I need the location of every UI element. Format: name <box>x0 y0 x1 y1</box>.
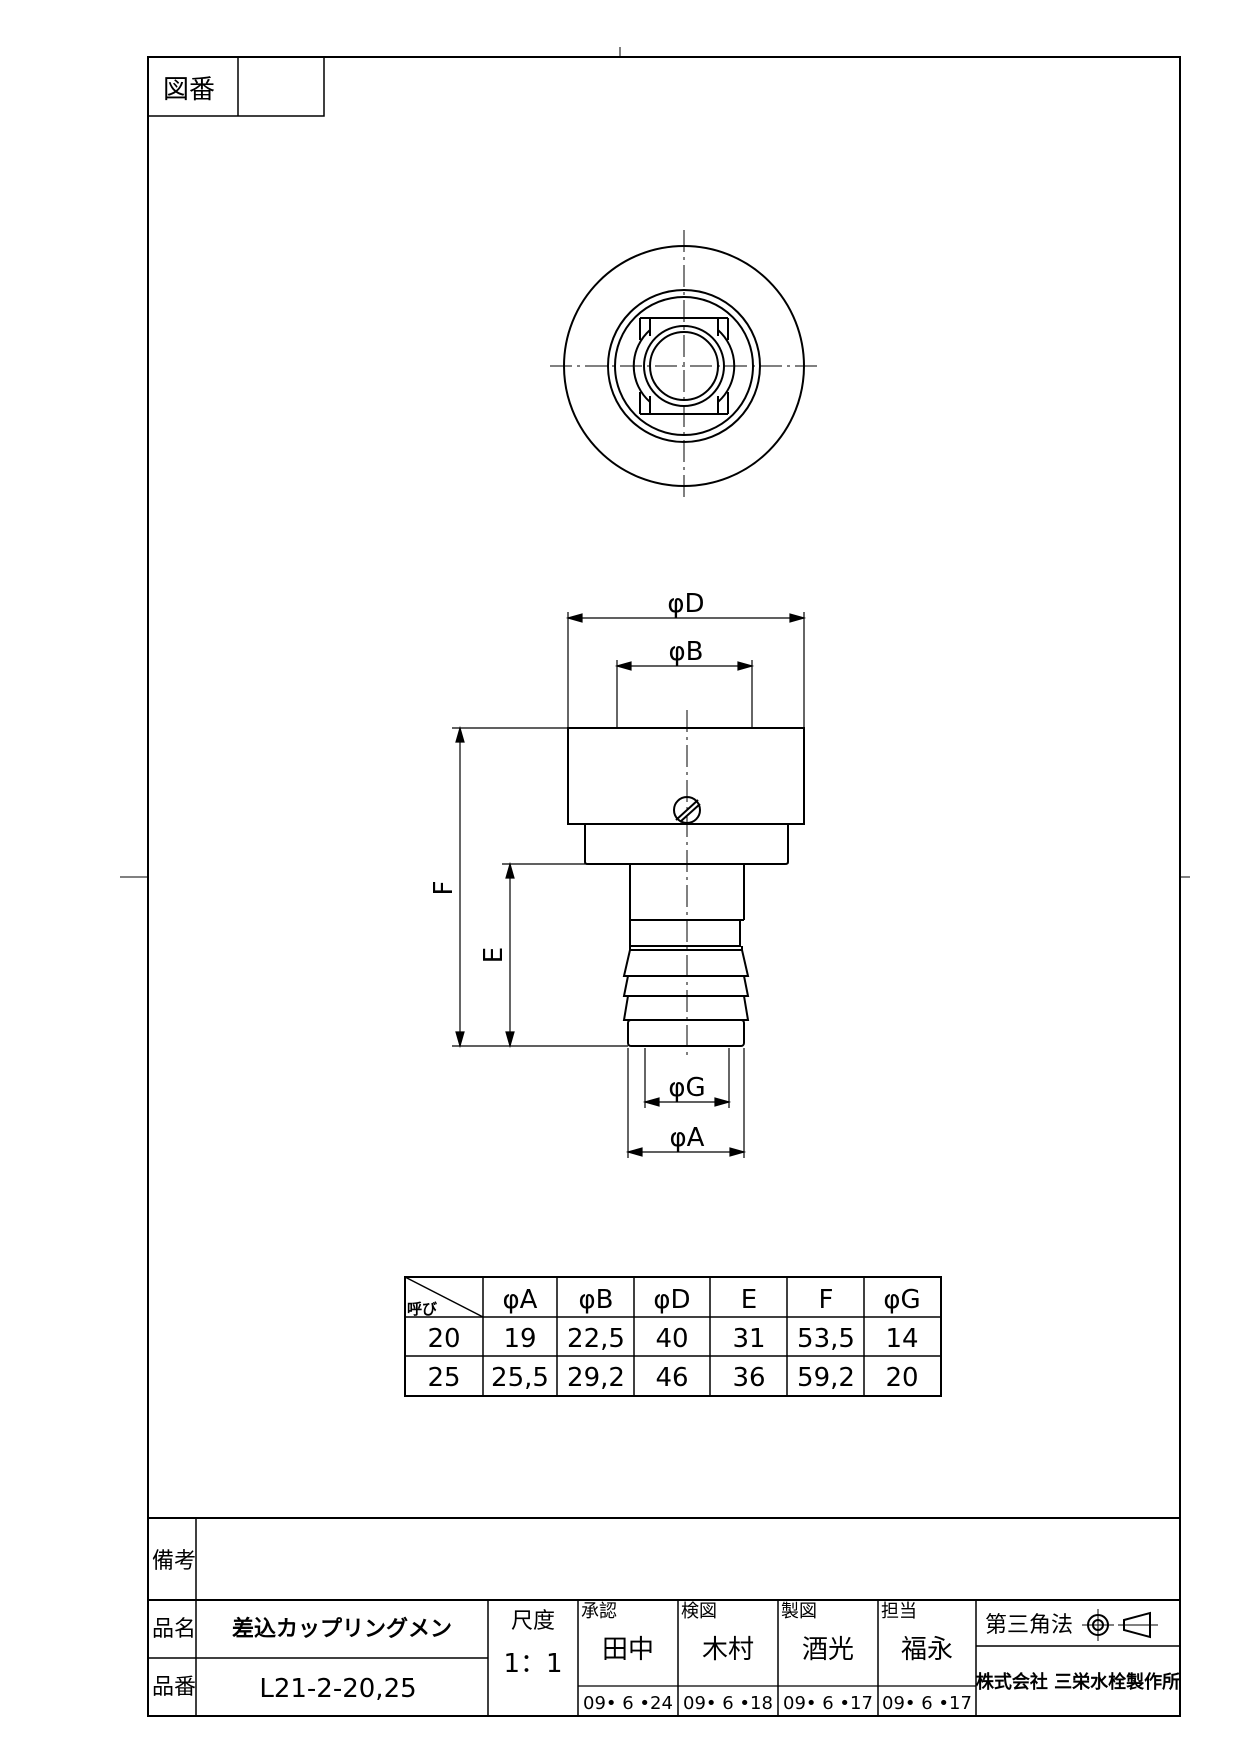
projection-label: 第三角法 <box>985 1613 1073 1638</box>
spec-header-row: φA φB φD E F φG <box>503 1285 921 1315</box>
dim-phi-d: φD <box>667 589 704 619</box>
spec-header: φD <box>653 1285 690 1315</box>
spec-cell: 46 <box>655 1363 688 1393</box>
top-view <box>550 230 818 502</box>
approval-date: 09• 6 •17 <box>783 1693 873 1714</box>
table-row: 20 19 22,5 40 31 53,5 14 <box>427 1324 918 1354</box>
side-view <box>567 710 805 1060</box>
spec-cell: 20 <box>885 1363 918 1393</box>
drawing-number-box: 図番 <box>147 56 325 117</box>
spec-header: φB <box>579 1285 614 1315</box>
dim-phi-b: φB <box>669 637 704 667</box>
company-name: 株式会社 三栄水栓製作所 <box>976 1671 1180 1693</box>
spec-cell: 40 <box>655 1324 688 1354</box>
dim-e: E <box>479 947 509 963</box>
spec-header: φG <box>883 1285 920 1315</box>
dim-phi-g: φG <box>668 1073 705 1103</box>
spec-cell: 20 <box>427 1324 460 1354</box>
spec-cell: 53,5 <box>797 1324 855 1354</box>
scale-label: 尺度 <box>511 1609 555 1634</box>
approval-cell-draft: 製図 酒光 09• 6 •17 <box>781 1601 873 1714</box>
spec-cell: 25 <box>427 1363 460 1393</box>
approval-cell-approve: 承認 田中 09• 6 •24 <box>581 1601 673 1714</box>
dim-phi-a: φA <box>670 1123 705 1153</box>
spec-header: φA <box>503 1285 538 1315</box>
third-angle-projection-icon <box>1082 1609 1158 1641</box>
centering-marks <box>120 47 1190 878</box>
spec-corner-label: 呼び <box>407 1300 437 1318</box>
spec-table: 呼び φA φB φD E F φG 20 19 22,5 40 31 53,5… <box>404 1276 942 1397</box>
approval-role: 製図 <box>781 1601 817 1622</box>
approval-name: 田中 <box>602 1635 654 1665</box>
dim-f: F <box>429 881 459 896</box>
spec-cell: 31 <box>732 1324 765 1354</box>
remarks-label: 備考 <box>152 1549 196 1574</box>
approval-role: 担当 <box>881 1601 917 1622</box>
spec-cell: 19 <box>503 1324 536 1354</box>
scale-value: 1：1 <box>503 1649 562 1679</box>
spec-header: E <box>741 1285 757 1315</box>
product-name: 差込カップリングメン <box>232 1616 452 1642</box>
spec-header: F <box>819 1285 834 1315</box>
drawing-number-label: 図番 <box>163 75 215 105</box>
dimension-labels: φD φB F E φG φA <box>429 589 706 1153</box>
approval-role: 承認 <box>581 1601 617 1622</box>
approval-date: 09• 6 •18 <box>683 1693 773 1714</box>
approval-cell-charge: 担当 福永 09• 6 •17 <box>881 1601 972 1714</box>
spec-cell: 25,5 <box>491 1363 549 1393</box>
dimension-lines <box>452 612 807 1158</box>
approval-cell-check: 検図 木村 09• 6 •18 <box>681 1601 773 1714</box>
approval-name: 酒光 <box>802 1635 854 1665</box>
spec-cell: 36 <box>732 1363 765 1393</box>
sheet-border <box>147 56 1181 1717</box>
spec-cell: 22,5 <box>567 1324 625 1354</box>
approval-date: 09• 6 •17 <box>882 1693 972 1714</box>
title-block: 備考 品名 品番 差込カップリングメン L21-2-20,25 尺度 1：1 承… <box>148 1517 1180 1716</box>
table-row: 25 25,5 29,2 46 36 59,2 20 <box>427 1363 918 1393</box>
approval-role: 検図 <box>681 1601 717 1622</box>
product-number-label: 品番 <box>152 1675 196 1700</box>
approval-date: 09• 6 •24 <box>583 1693 673 1714</box>
approval-name: 福永 <box>901 1635 953 1665</box>
product-number: L21-2-20,25 <box>259 1674 416 1704</box>
approval-name: 木村 <box>702 1635 754 1665</box>
product-name-label: 品名 <box>152 1617 196 1642</box>
spec-cell: 14 <box>885 1324 918 1354</box>
spec-cell: 29,2 <box>567 1363 625 1393</box>
spec-cell: 59,2 <box>797 1363 855 1393</box>
